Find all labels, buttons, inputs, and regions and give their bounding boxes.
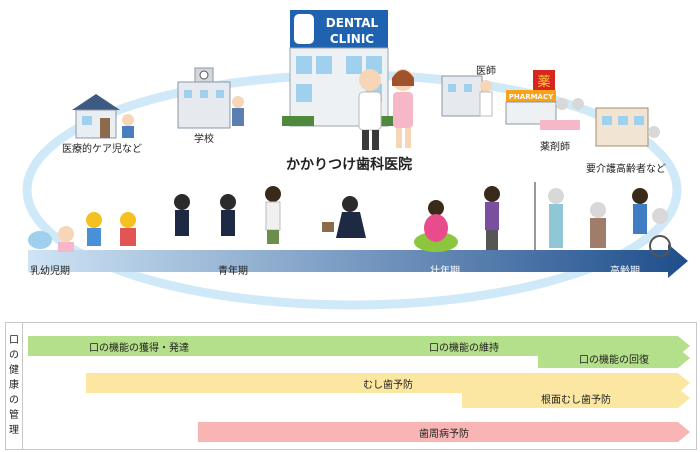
- clinic-sign-line2: CLINIC: [330, 32, 374, 46]
- bar-label: むし歯予防: [363, 379, 413, 391]
- bar-label: 根面むし歯予防: [541, 394, 611, 406]
- bar-label: 口の機能の維持: [429, 342, 499, 354]
- care-facility-building: [595, 107, 660, 147]
- label-school: 学校: [194, 134, 214, 145]
- hospital-building: [441, 75, 493, 117]
- house-illustration: [72, 94, 134, 139]
- pregnant-woman-figure: [414, 200, 458, 252]
- stage-adult: 壮年期: [430, 266, 460, 277]
- label-elderly-care: 要介護高齢者など: [586, 164, 666, 175]
- stage-elderly: 高齢期: [610, 266, 640, 277]
- bar-label: 口の機能の回復: [579, 354, 649, 366]
- businesswoman-figure: [322, 196, 366, 238]
- bar-label: 口の機能の獲得・発達: [89, 342, 189, 354]
- bar-periodontal-prevention: 歯周病予防: [198, 422, 690, 442]
- dentist-figure: [358, 69, 382, 150]
- adult-woman-figure: [484, 186, 500, 250]
- infant-figure: [28, 226, 74, 252]
- label-dentist: かかりつけ歯科医院: [286, 157, 413, 173]
- life-timeline-arrow: [28, 244, 688, 278]
- stage-infant: 乳幼児期: [30, 266, 70, 277]
- young-child-figures: [86, 212, 136, 246]
- dental-hygienist-figure: [392, 69, 414, 148]
- oral-health-management-panel: 口 の 健 康 の 管 理 口の機能の獲得・発達 口の機能の維持 口の機能の回復…: [5, 322, 697, 450]
- life-course-illustration: DENTAL CLINIC: [22, 10, 688, 310]
- stage-youth: 青年期: [218, 266, 248, 277]
- vertical-label-char: 理: [9, 425, 19, 436]
- vertical-label-char: 健: [9, 365, 19, 376]
- label-medical-care-child: 医療的ケア児など: [62, 144, 142, 155]
- vertical-label-char: の: [9, 350, 19, 361]
- bar-root-caries-prevention: 根面むし歯予防: [462, 388, 690, 408]
- bar-function-acquisition: 口の機能の獲得・発達: [28, 336, 250, 356]
- student-figures: [174, 186, 281, 244]
- clinic-sign-line1: DENTAL: [326, 16, 379, 30]
- pharmacy-sign: PHARMACY: [509, 93, 554, 101]
- elderly-figures: [534, 182, 671, 257]
- bar-function-recovery: 口の機能の回復: [538, 348, 690, 368]
- vertical-label-char: の: [9, 395, 19, 406]
- bar-label: 歯周病予防: [419, 428, 469, 440]
- school-building: [177, 67, 244, 129]
- label-doctor: 医師: [476, 66, 496, 77]
- vertical-label-char: 康: [9, 380, 19, 391]
- vertical-label-char: 管: [9, 410, 19, 421]
- panel-vertical-label: 口 の 健 康 の 管 理: [6, 323, 23, 449]
- pharmacy-building: 薬 PHARMACY: [505, 70, 584, 130]
- pharmacy-kanji-sign: 薬: [537, 75, 550, 90]
- vertical-label-char: 口: [9, 335, 19, 346]
- label-pharmacist: 薬剤師: [540, 142, 570, 153]
